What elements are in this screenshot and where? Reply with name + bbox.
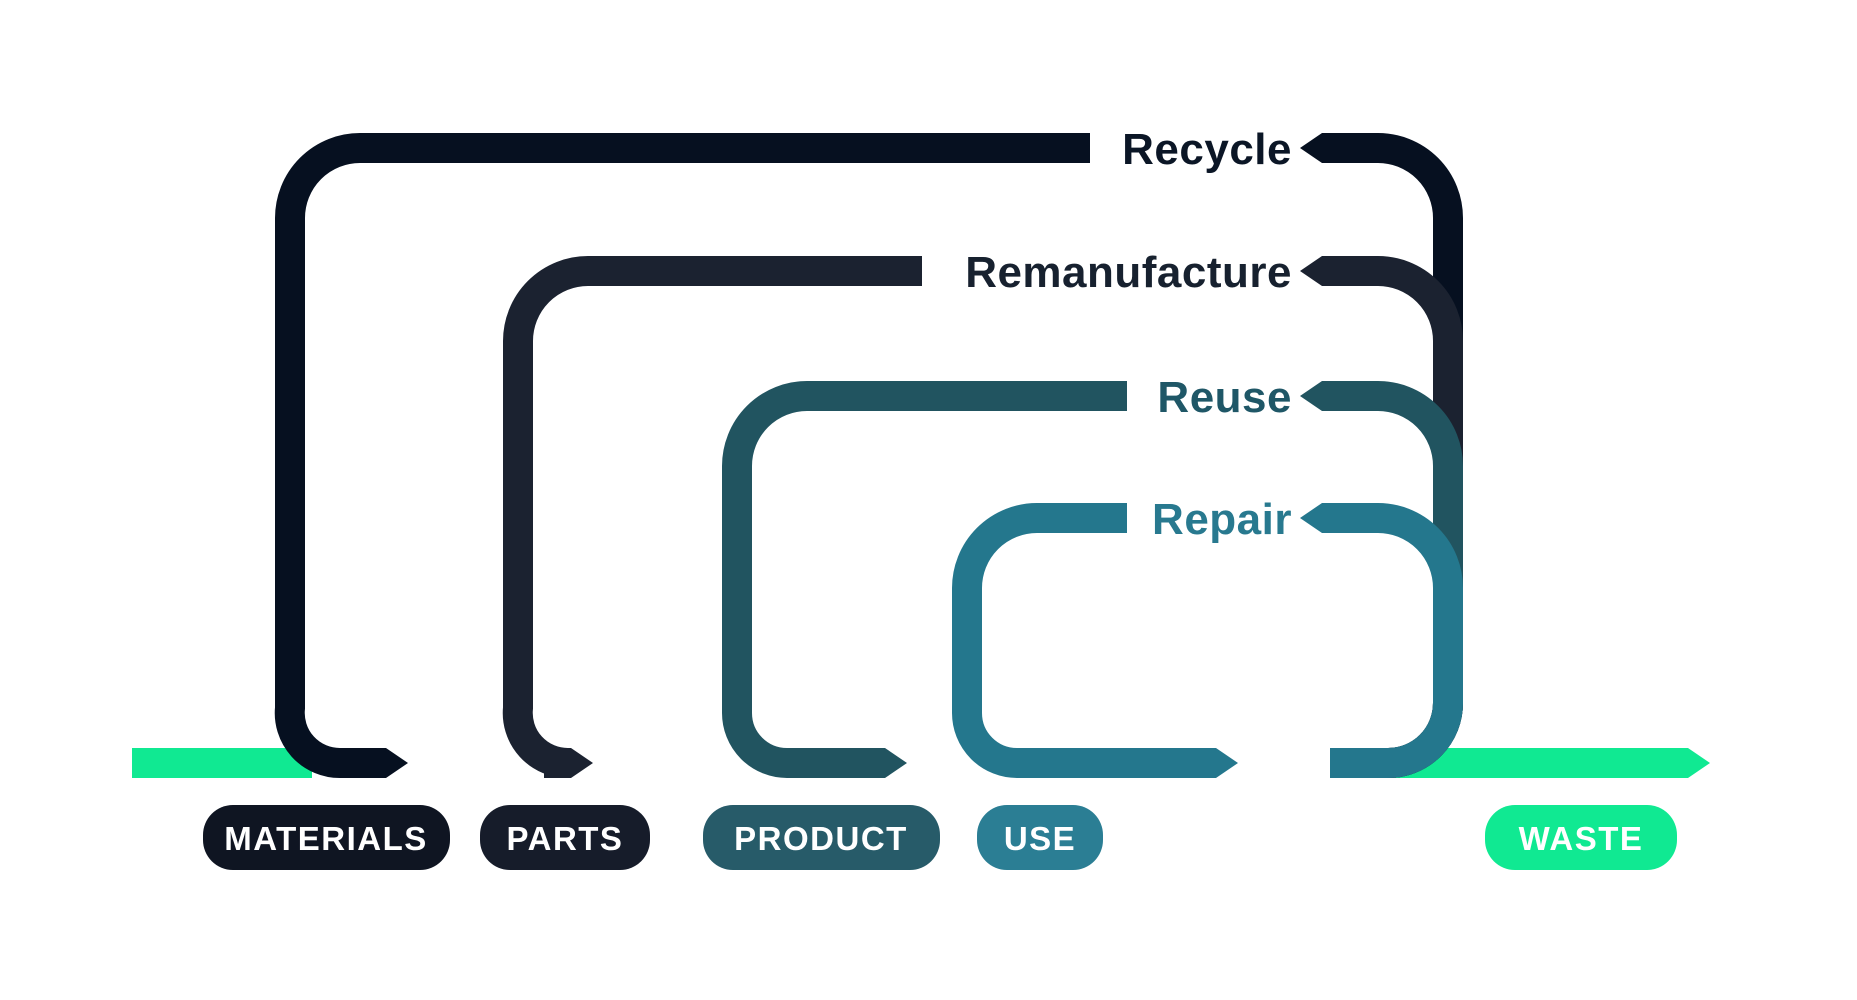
recycle-loop-right-path (1330, 133, 1463, 778)
station-badge-materials-pill (203, 805, 450, 870)
linear-flow-line-left (132, 748, 312, 778)
recycle-loop-left-path (274, 133, 1090, 779)
recycle-label-arrow-icon (1300, 133, 1347, 163)
station-badge-waste: WASTE (1485, 805, 1677, 870)
station-label-materials: MATERIALS (224, 820, 428, 857)
reuse-label: Reuse (1157, 373, 1292, 422)
repair-loop-right-path (1330, 503, 1463, 778)
station-label-product: PRODUCT (734, 820, 908, 857)
waste-flow-arrow-icon (1663, 748, 1710, 778)
recycle-merge-arrow-icon (359, 748, 408, 778)
remanufacture-label-arrow-icon (1300, 256, 1347, 286)
station-badge-product-pill (703, 805, 940, 870)
remanufacture-loop-left-path (502, 256, 922, 779)
station-label-parts: PARTS (507, 820, 624, 857)
recycle-label: Recycle (1122, 125, 1292, 174)
repair-merge-arrow-icon (1189, 748, 1238, 778)
repair-label-arrow-icon (1300, 503, 1347, 533)
station-label-waste: WASTE (1519, 820, 1644, 857)
repair-label: Repair (1152, 495, 1292, 544)
station-badge-waste-pill (1485, 805, 1677, 870)
station-badge-parts-pill (480, 805, 650, 870)
remanufacture-merge-arrow-icon (544, 748, 593, 778)
reuse-loop-right-path (1330, 381, 1463, 778)
station-badge-use: USE (977, 805, 1103, 870)
reuse-label-arrow-icon (1300, 381, 1347, 411)
station-badge-use-pill (977, 805, 1103, 870)
station-badge-product: PRODUCT (703, 805, 940, 870)
station-label-use: USE (1004, 820, 1076, 857)
remanufacture-label: Remanufacture (965, 248, 1292, 297)
reuse-merge-arrow-icon (858, 748, 907, 778)
repair-loop-left-path (952, 503, 1208, 778)
station-badge-materials: MATERIALS (203, 805, 450, 870)
station-badge-parts: PARTS (480, 805, 650, 870)
reuse-loop-left-path (722, 381, 1127, 778)
